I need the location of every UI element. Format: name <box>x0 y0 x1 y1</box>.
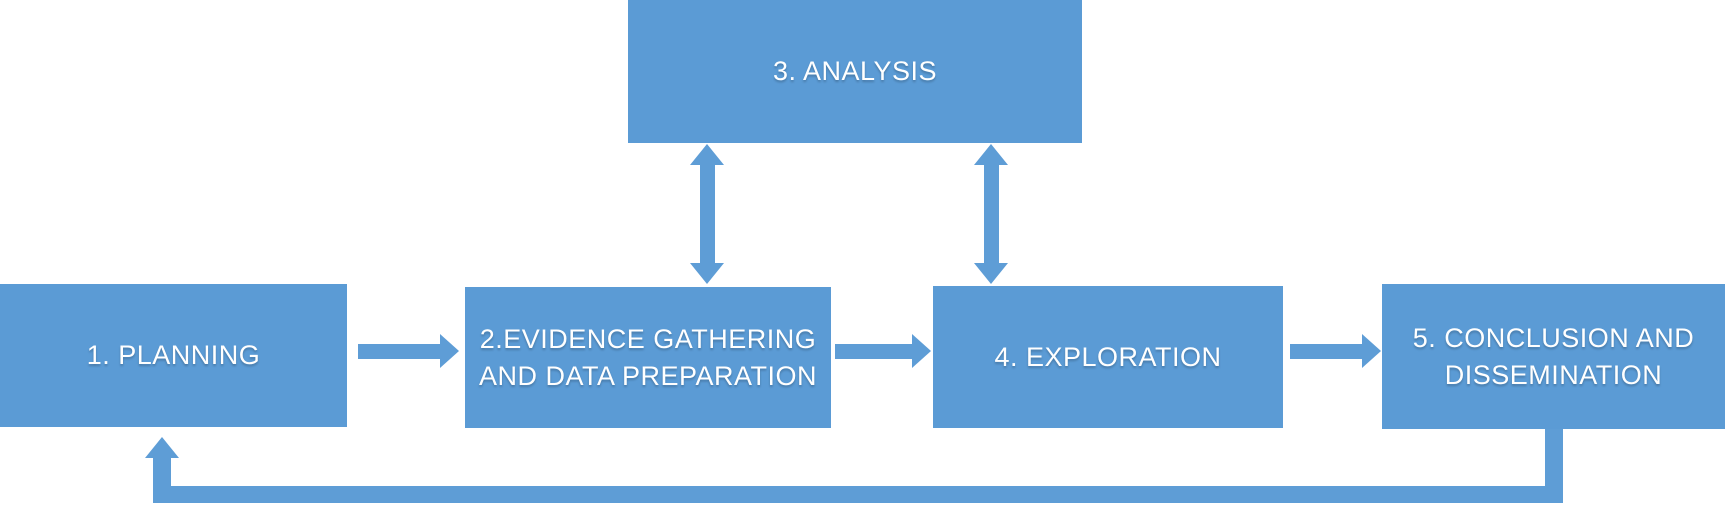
double-arrow-analysis-exploration-down-head-icon <box>974 263 1008 284</box>
double-arrow-analysis-exploration-shaft <box>984 162 999 267</box>
arrow-evidence-to-exploration-head-icon <box>912 334 931 368</box>
double-arrow-analysis-evidence-down-head-icon <box>690 263 724 284</box>
double-arrow-analysis-evidence-shaft <box>700 162 715 267</box>
arrow-planning-to-evidence-head-icon <box>440 334 459 368</box>
feedback-arrow-right-segment <box>1545 429 1563 503</box>
arrow-evidence-to-exploration-shaft <box>835 344 912 359</box>
node-exploration: 4. EXPLORATION <box>933 286 1283 428</box>
double-arrow-analysis-exploration-up-head-icon <box>974 144 1008 165</box>
node-conclusion-dissemination-label: 5. CONCLUSION AND DISSEMINATION <box>1412 323 1695 390</box>
node-analysis-label: 3. ANALYSIS <box>772 56 938 87</box>
feedback-arrow-head-icon <box>145 437 179 458</box>
node-exploration-label: 4. EXPLORATION <box>994 341 1222 372</box>
node-evidence-gathering: 2.EVIDENCE GATHERING AND DATA PREPARATIO… <box>465 287 831 428</box>
arrow-exploration-to-conclusion-head-icon <box>1362 334 1381 368</box>
double-arrow-analysis-evidence-up-head-icon <box>690 144 724 165</box>
node-conclusion-dissemination: 5. CONCLUSION AND DISSEMINATION <box>1382 284 1725 429</box>
node-planning: 1. PLANNING <box>0 284 347 427</box>
feedback-arrow-left-segment <box>153 457 171 492</box>
arrow-exploration-to-conclusion-shaft <box>1290 344 1362 359</box>
feedback-arrow-bottom-segment <box>153 486 1563 503</box>
arrow-planning-to-evidence-shaft <box>358 344 440 359</box>
node-planning-label: 1. PLANNING <box>86 340 261 371</box>
node-analysis: 3. ANALYSIS <box>628 0 1082 143</box>
node-evidence-gathering-label: 2.EVIDENCE GATHERING AND DATA PREPARATIO… <box>478 324 818 391</box>
